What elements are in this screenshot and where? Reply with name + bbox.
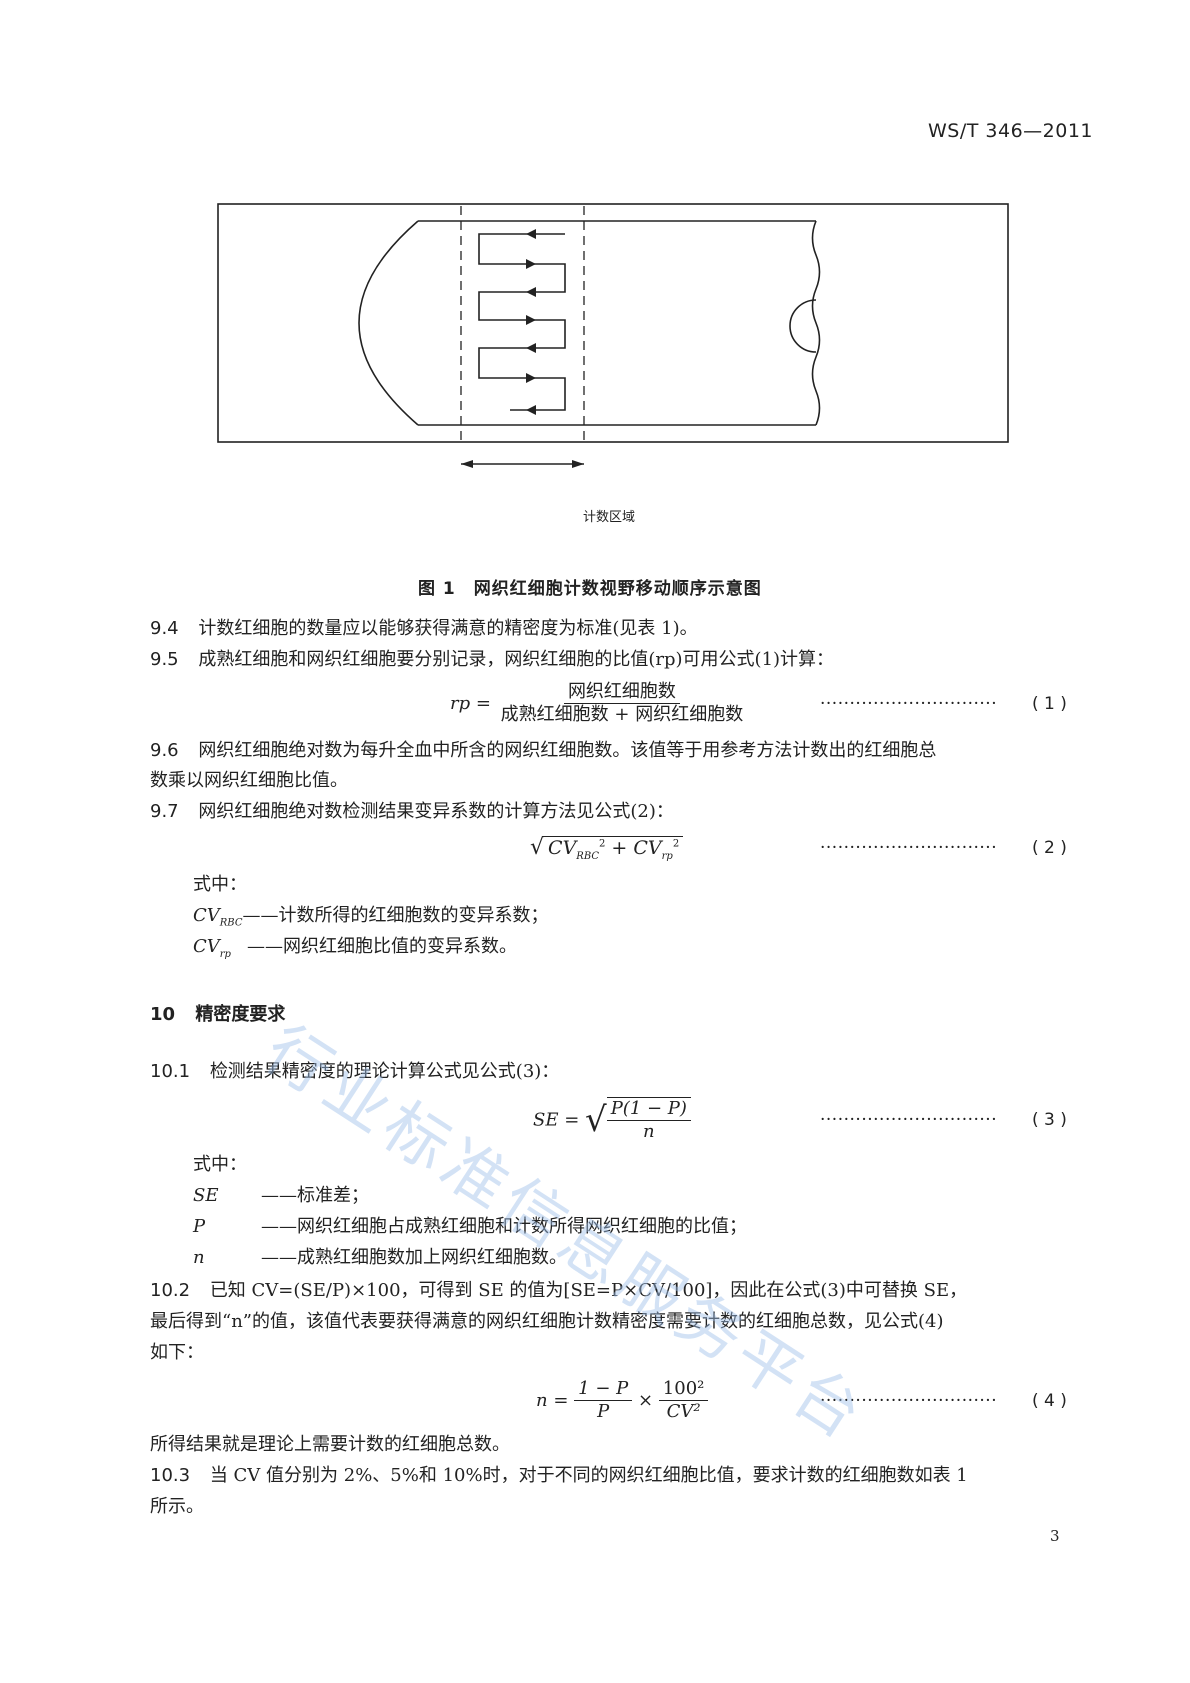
clause-number: 9.4 — [150, 618, 179, 639]
counting-path — [478, 233, 566, 411]
slide-outline — [217, 203, 1009, 443]
section-number: 10 — [150, 1004, 176, 1025]
clause-text: 成熟红细胞和网织红细胞要分别记录，网织红细胞的比值(rp)可用公式(1)计算： — [198, 649, 835, 670]
formula-3-ref: ( 3 ) — [1032, 1110, 1067, 1130]
formula-lhs: rp = — [450, 693, 491, 714]
clause-number: 10.2 — [150, 1280, 191, 1301]
formula-2-ref: ( 2 ) — [1032, 838, 1067, 858]
formula-lhs: n = — [536, 1390, 569, 1411]
slide-counting-diagram — [217, 203, 1009, 468]
formula-4-ref: ( 4 ) — [1032, 1391, 1067, 1411]
clause-text: 计数红细胞的数量应以能够获得满意的精密度为标准(见表 1)。 — [198, 618, 698, 639]
sqrt-sign: √ — [585, 1100, 607, 1140]
fraction2-numerator: 100² — [658, 1378, 709, 1401]
fraction1-denominator: P — [597, 1401, 610, 1422]
formula-numerator: P(1 − P) — [606, 1098, 691, 1121]
path-arrows — [526, 229, 536, 415]
figure-title: 图 1 网织红细胞计数视野移动顺序示意图 — [418, 579, 762, 599]
clause-10-1: 10.1 检测结果精密度的理论计算公式见公式(3)： — [150, 1057, 559, 1087]
formula-1: rp = 网织红细胞数 成熟红细胞数 + 网织红细胞数 — [450, 681, 747, 726]
smear-feathered-edge — [358, 220, 419, 426]
clause-9-7: 9.7 网织红细胞绝对数检测结果变异系数的计算方法见公式(2)： — [150, 797, 674, 827]
formula-4-leader: ······························ — [820, 1391, 998, 1411]
page-number: 3 — [1050, 1527, 1060, 1545]
clause-number: 10.3 — [150, 1465, 191, 1486]
where-item: n——成熟红细胞数加上网织红细胞数。 — [193, 1247, 567, 1268]
where-item: CVrp——网织红细胞比值的变异系数。 — [193, 936, 517, 960]
formula-2-leader: ······························ — [820, 838, 998, 858]
clause-text-line1: 当 CV 值分别为 2%、5%和 10%时，对于不同的网织红细胞比值，要求计数的… — [209, 1465, 968, 1486]
where-item: P——网织红细胞占成熟红细胞和计数所得网织红细胞的比值； — [193, 1216, 747, 1237]
clause-number: 10.1 — [150, 1061, 191, 1082]
formula-1-leader: ······························ — [820, 694, 998, 714]
where-item: CVRBC——计数所得的红细胞数的变异系数； — [193, 905, 549, 929]
section-10-heading: 10 精密度要求 — [150, 1000, 285, 1026]
formula-numerator: 网织红细胞数 — [563, 681, 680, 704]
sqrt-radicand: CVRBC2 + CVrp2 — [544, 836, 684, 862]
clause-text-line1: 网织红细胞绝对数为每升全血中所含的网织红细胞数。该值等于用参考方法计数出的红细胞… — [198, 740, 937, 761]
where-item: SE——标准差； — [193, 1185, 369, 1206]
clause-text-line1: 已知 CV=(SE/P)×100，可得到 SE 的值为[SE=P×CV/100]… — [209, 1280, 968, 1301]
sqrt-sign: √ — [530, 835, 545, 860]
formula-1-ref: ( 1 ) — [1032, 694, 1067, 714]
clause-number: 9.7 — [150, 801, 179, 822]
clause-10-3-line2: 所示。 — [150, 1496, 204, 1517]
formula-2: √CVRBC2 + CVrp2 — [530, 835, 684, 862]
fraction1-numerator: 1 − P — [574, 1378, 633, 1401]
clause-9-5: 9.5 成熟红细胞和网织红细胞要分别记录，网织红细胞的比值(rp)可用公式(1)… — [150, 645, 834, 675]
times-sign: × — [637, 1390, 654, 1411]
formula-4: n = 1 − P P × 100² CV² — [536, 1378, 709, 1423]
formula-3: SE = √ P(1 − P) n — [533, 1097, 691, 1143]
clause-text: 网织红细胞绝对数检测结果变异系数的计算方法见公式(2)： — [198, 801, 674, 822]
clause-10-2: 10.2 已知 CV=(SE/P)×100，可得到 SE 的值为[SE=P×CV… — [150, 1276, 967, 1306]
clause-number: 9.6 — [150, 740, 179, 761]
clause-10-2-line2: 最后得到“n”的值，该值代表要获得满意的网织红细胞计数精密度需要计数的红细胞总数… — [150, 1311, 944, 1332]
clause-9-4: 9.4 计数红细胞的数量应以能够获得满意的精密度为标准(见表 1)。 — [150, 614, 698, 644]
clause-10-3: 10.3 当 CV 值分别为 2%、5%和 10%时，对于不同的网织红细胞比值，… — [150, 1461, 968, 1491]
formula-denominator: n — [643, 1121, 655, 1142]
formula-lhs: SE = — [533, 1109, 580, 1131]
standard-code: WS/T 346—2011 — [928, 120, 1094, 142]
where-label: 式中： — [193, 1154, 247, 1175]
section-title: 精密度要求 — [195, 1004, 286, 1025]
clause-9-6: 9.6 网织红细胞绝对数为每升全血中所含的网织红细胞数。该值等于用参考方法计数出… — [150, 736, 936, 766]
clause-text: 检测结果精密度的理论计算公式见公式(3)： — [209, 1061, 560, 1082]
clause-10-2-line3: 如下： — [150, 1342, 204, 1363]
smear-circle — [789, 299, 817, 353]
smear-wavy-end — [811, 220, 821, 426]
area-label: 计数区域 — [583, 510, 636, 525]
fraction2-denominator: CV² — [666, 1401, 701, 1422]
result-sentence: 所得结果就是理论上需要计数的红细胞总数。 — [150, 1434, 510, 1455]
clause-number: 9.5 — [150, 649, 179, 670]
formula-denominator: 成熟红细胞数 + 网织红细胞数 — [500, 704, 744, 725]
where-label: 式中： — [193, 874, 247, 895]
formula-3-leader: ······························ — [820, 1110, 998, 1130]
clause-9-6-line2: 数乘以网织红细胞比值。 — [150, 770, 348, 791]
